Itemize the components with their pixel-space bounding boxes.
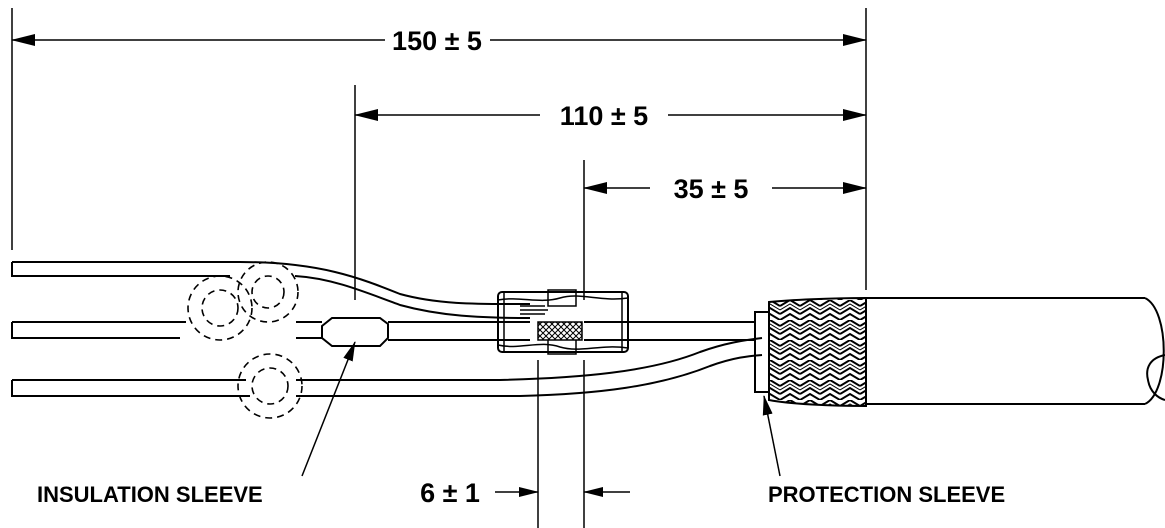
cable-jacket xyxy=(865,297,1165,405)
middle-conductor xyxy=(11,317,755,347)
lower-conductor xyxy=(11,337,763,397)
insulation-sleeve-callout: INSULATION SLEEVE xyxy=(37,341,356,507)
dimension-35: 35 ± 5 xyxy=(583,174,867,204)
upper-conductor xyxy=(11,261,548,319)
dimension-35-label: 35 ± 5 xyxy=(674,174,749,204)
ring-terminals xyxy=(187,261,303,419)
dimension-110: 110 ± 5 xyxy=(354,101,867,131)
protection-sleeve-part xyxy=(754,311,770,393)
dimension-150-label: 150 ± 5 xyxy=(392,26,482,56)
insulation-sleeve-label: INSULATION SLEEVE xyxy=(37,482,263,507)
splice-connector xyxy=(497,289,629,355)
protection-sleeve-label: PROTECTION SLEEVE xyxy=(768,482,1005,507)
protection-sleeve-callout: PROTECTION SLEEVE xyxy=(762,395,1005,507)
dimension-110-label: 110 ± 5 xyxy=(560,101,648,131)
dimension-150: 150 ± 5 xyxy=(11,26,867,56)
dimension-6-label: 6 ± 1 xyxy=(420,478,480,508)
braided-shield xyxy=(768,296,867,408)
dimension-6: 6 ± 1 xyxy=(420,360,630,528)
